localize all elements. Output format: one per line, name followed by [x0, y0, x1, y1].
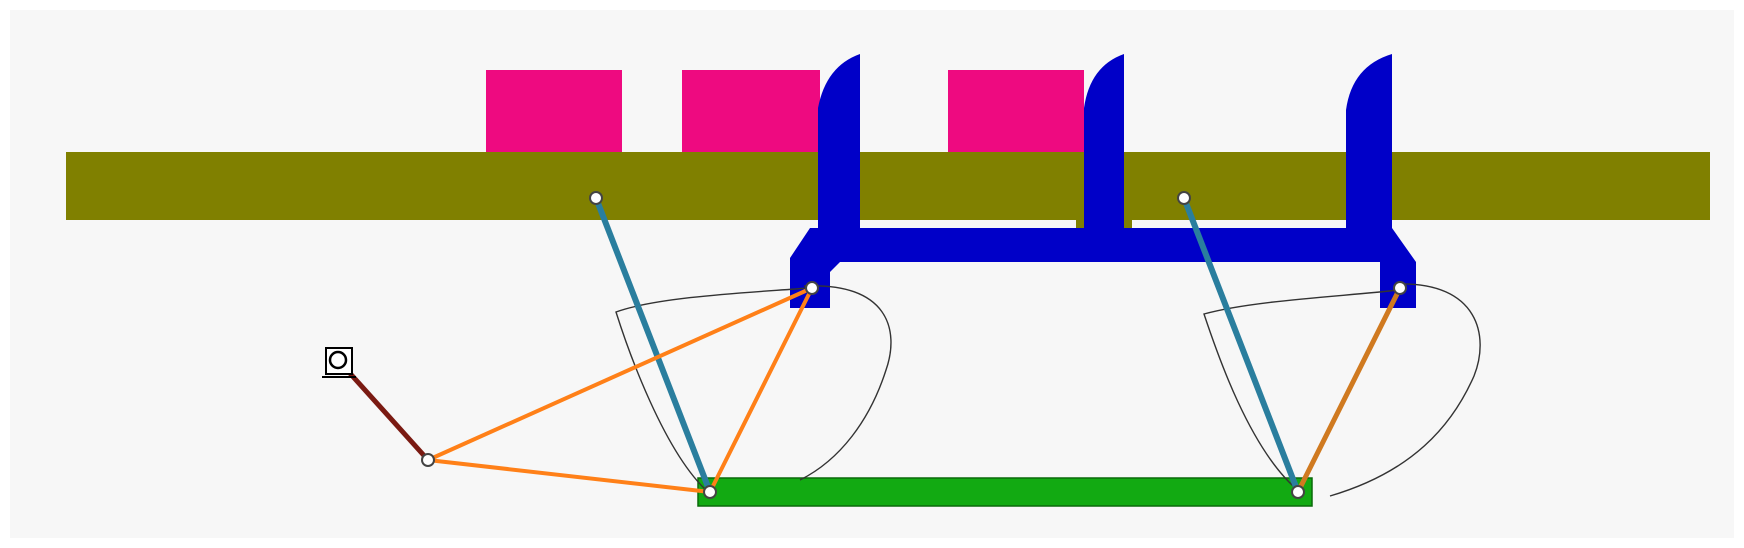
joint-circle-icon — [1291, 485, 1305, 499]
block-1 — [486, 70, 622, 152]
olive-beam — [66, 152, 1710, 220]
orange-link-crank-to-top — [427, 286, 813, 462]
orange-link-right-upright — [1295, 286, 1403, 494]
trace-curve-right — [1203, 283, 1481, 497]
joint-circle-icon — [421, 453, 435, 467]
background-panel — [10, 10, 1734, 538]
orange-link-left-upright — [708, 287, 814, 493]
joint-circle-icon — [703, 485, 717, 499]
ground-pivot-icon — [322, 347, 356, 378]
joint-circle-icon — [805, 281, 819, 295]
beam-notch-1 — [1076, 218, 1084, 228]
blue-link-right — [1181, 196, 1301, 494]
orange-link-crank-to-base — [427, 458, 711, 494]
blue-link-left — [593, 196, 713, 494]
joint-circle-icon — [1177, 191, 1191, 205]
joint-circle-icon — [1393, 281, 1407, 295]
beam-notch-2 — [1124, 218, 1132, 228]
base-link — [697, 477, 1313, 507]
block-3 — [948, 70, 1084, 152]
block-2 — [682, 70, 820, 152]
joint-circle-icon — [589, 191, 603, 205]
trace-curve-left — [615, 285, 892, 493]
walking-beam-body — [790, 54, 1416, 308]
